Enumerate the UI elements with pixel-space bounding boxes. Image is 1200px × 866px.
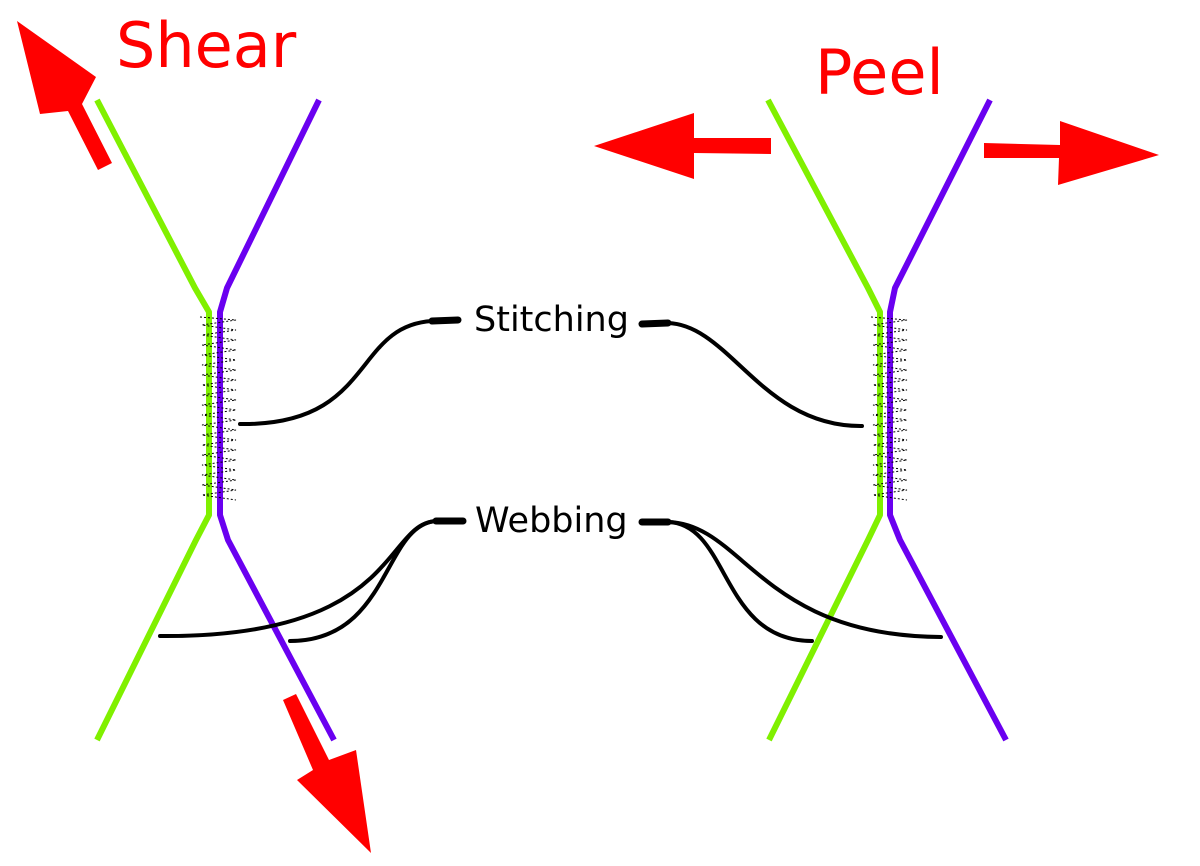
webbing-leader-right-b [666,520,814,643]
stitching-leader-left [238,319,434,427]
webbing-leader-left-a [158,519,438,639]
webbing-label: Webbing [475,501,628,541]
stitching-leaders [238,316,864,429]
shear-arrow-down-right [283,694,371,853]
shear-purple-strand [217,98,337,742]
peel-arrow-right [984,121,1159,185]
peel-arrow-left [594,113,771,179]
shear-arrow-up-left [17,21,112,170]
webbing-leader-right-a [666,520,943,639]
shear-stitching [199,316,237,501]
peel-title: Peel [815,36,944,109]
shear-title: Shear [116,9,297,82]
stitching-leader-right [666,321,864,429]
webbing-leaders [158,517,943,643]
shear-green-strand [94,98,212,742]
peel-purple-strand [887,98,1009,742]
peel-joint [765,98,1009,742]
shear-joint [94,98,337,742]
peel-stitching [870,316,908,501]
webbing-leader-left-b [288,519,438,643]
stitching-label: Stitching [474,300,629,340]
stitching-leader-right-tip [638,319,672,328]
stitching-leader-left-tip [428,316,462,325]
